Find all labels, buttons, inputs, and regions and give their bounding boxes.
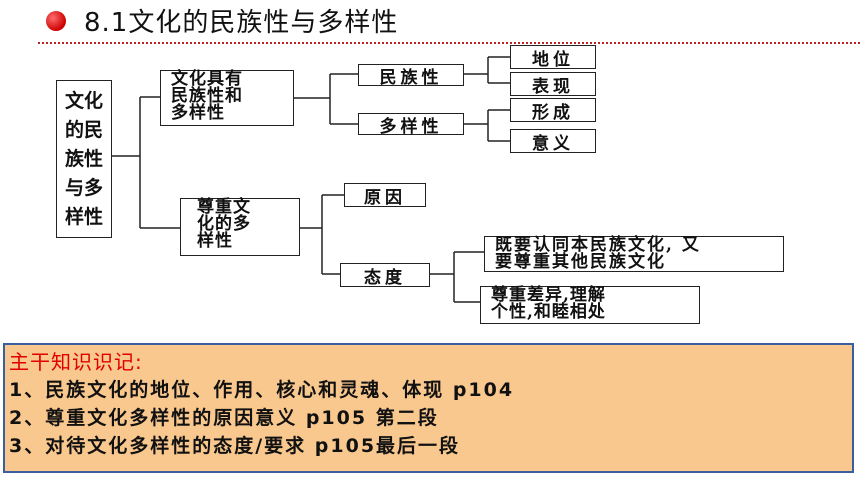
key-knowledge-panel: 主干知识识记: 1、民族文化的地位、作用、核心和灵魂、体现 p104 2、尊重文… — [3, 343, 854, 473]
node-line: 文化具有 — [171, 69, 243, 89]
node-attitude-harmony: 尊重差异,理解 个性,和睦相处 — [480, 286, 700, 324]
node-line: 尊重文 — [197, 197, 251, 217]
node-line: 尊重差异,理解 — [491, 285, 606, 305]
root-node: 文化 的民 族性 与多 样性 — [56, 80, 112, 238]
node-line: 既要认同本民族文化, 又 — [495, 235, 701, 255]
key-knowledge-item: 2、尊重文化多样性的原因意义 p105 第二段 — [9, 407, 439, 429]
node-xingcheng: 形成 — [510, 98, 596, 123]
node-biaoxian: 表现 — [510, 72, 596, 97]
node-line: 个性,和睦相处 — [491, 302, 606, 322]
node-line: 民族性和 — [171, 86, 243, 106]
branch-node-respect: 尊重文 化的多 样性 — [180, 198, 300, 256]
key-knowledge-heading: 主干知识识记: — [9, 350, 143, 374]
title-bullet-icon — [46, 11, 66, 31]
root-line: 族性 — [64, 147, 103, 170]
node-line: 化的多 — [197, 214, 251, 234]
root-line: 文化 — [64, 89, 103, 112]
node-line: 要尊重其他民族文化 — [495, 252, 666, 272]
page-title: 8.1文化的民族性与多样性 — [84, 8, 399, 38]
node-yiyi: 意义 — [510, 129, 596, 154]
node-attitude-identify: 既要认同本民族文化, 又 要尊重其他民族文化 — [484, 236, 784, 272]
node-yuanyin: 原因 — [344, 183, 426, 208]
key-knowledge-item: 3、对待文化多样性的态度/要求 p105最后一段 — [9, 435, 461, 457]
node-taidu: 态度 — [340, 263, 430, 288]
branch-node-characteristics: 文化具有 民族性和 多样性 — [160, 70, 294, 126]
node-minzuxing: 民族性 — [358, 64, 464, 88]
node-line: 多样性 — [171, 103, 225, 123]
node-diwei: 地位 — [510, 45, 596, 70]
diagram-connectors — [112, 56, 510, 303]
node-line: 样性 — [197, 231, 233, 251]
node-duoyangxing: 多样性 — [358, 113, 464, 137]
root-line: 与多 — [64, 176, 103, 199]
root-line: 的民 — [64, 118, 103, 141]
key-knowledge-item: 1、民族文化的地位、作用、核心和灵魂、体现 p104 — [9, 379, 515, 401]
root-line: 样性 — [64, 205, 103, 228]
title-divider — [38, 42, 860, 44]
